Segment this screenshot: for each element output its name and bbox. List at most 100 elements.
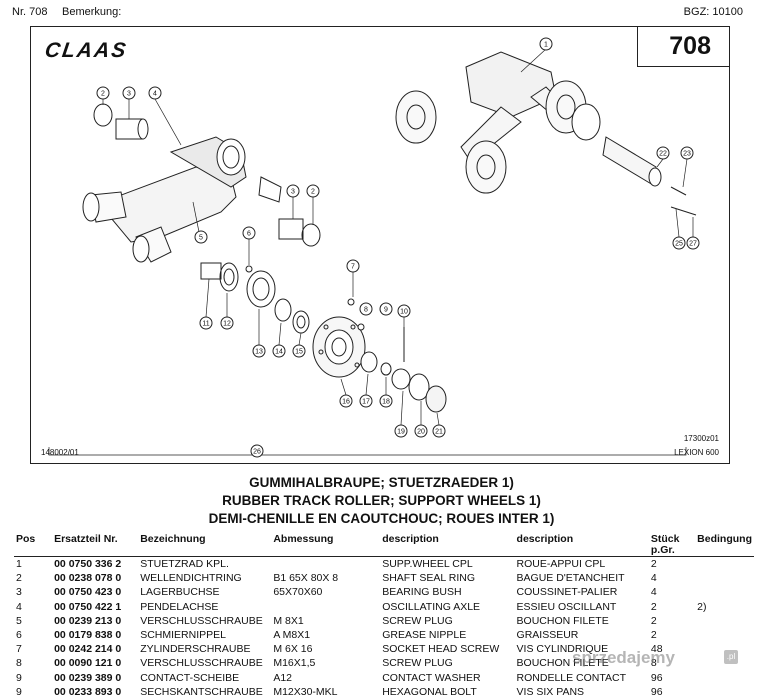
cell-bez: VERSCHLUSSCHRAUBE xyxy=(140,657,263,670)
exploded-parts-drawing: 1 2 3 4 3 2 5 6 7 8 9 10 11 12 13 14 15 … xyxy=(48,37,700,458)
header-part-no: Ersatzteil Nr. xyxy=(54,533,118,545)
callout-label: 23 xyxy=(683,151,691,158)
cell-abm xyxy=(271,600,380,614)
illustration-code: 17300z01 xyxy=(683,434,719,443)
cell-nr: 00 0242 214 0 xyxy=(54,643,122,656)
title-de: GUMMIHALBRAUPE; STUETZRAEDER 1) xyxy=(249,475,514,490)
cell-qty: 96 xyxy=(650,685,663,698)
header-qty: Stück p.Gr. xyxy=(650,533,680,556)
callout-markers xyxy=(96,37,700,458)
cell-abm: A12 xyxy=(273,671,293,684)
callout-label: 3 xyxy=(127,91,131,98)
cell-en: GREASE NIPPLE xyxy=(382,629,467,642)
page-number: 708 xyxy=(669,32,711,60)
cell-en: OSCILLATING AXLE xyxy=(382,600,481,613)
header-description-fr: description xyxy=(516,533,574,545)
callout-label: 5 xyxy=(199,235,203,242)
page-nr: Nr. 708 xyxy=(12,6,48,18)
cell-en: SCREW PLUG xyxy=(382,657,453,670)
cell-fr: BOUCHON FILETE xyxy=(516,657,609,670)
callout-label: 3 xyxy=(291,189,295,196)
cell-bed: 2) xyxy=(697,600,707,613)
cell-fr: COUSSINET-PALIER xyxy=(516,586,618,599)
assembly-titles: GUMMIHALBRAUPE; STUETZRAEDER 1) RUBBER T… xyxy=(0,474,763,528)
cell-en: SHAFT SEAL RING xyxy=(382,572,475,585)
bgz-code: BGZ: 10100 xyxy=(683,6,743,18)
cell-pos: 6 xyxy=(16,629,22,642)
title-en: RUBBER TRACK ROLLER; SUPPORT WHEELS 1) xyxy=(222,493,541,508)
cell-bez: WELLENDICHTRING xyxy=(140,572,242,585)
cell-nr: 00 0750 336 2 xyxy=(54,558,122,570)
cell-qty: 2 xyxy=(650,600,657,613)
cell-pos: 5 xyxy=(16,614,22,627)
cell-abm: M16X1,5 xyxy=(273,657,316,670)
cell-bez: ZYLINDERSCHRAUBE xyxy=(140,643,251,656)
cell-abm: 65X70X60 xyxy=(273,586,323,599)
header-abmessung: Abmessung xyxy=(273,533,334,545)
callout-label: 27 xyxy=(689,241,697,248)
header-description-en: description xyxy=(382,533,439,545)
cell-pos: 3 xyxy=(16,586,22,599)
cell-bed xyxy=(695,571,754,585)
cell-en: HEXAGONAL BOLT xyxy=(382,685,477,698)
cell-qty: 8 xyxy=(650,657,657,670)
callout-label: 9 xyxy=(384,307,388,314)
callout-label: 15 xyxy=(295,349,303,356)
cell-nr: 00 0179 838 0 xyxy=(54,629,122,642)
cell-bed xyxy=(695,614,754,628)
callout-label: 14 xyxy=(275,349,283,356)
table-row: 9 00 0233 893 0 SECHSKANTSCHRAUBE M12X30-MK… xyxy=(14,685,754,699)
drawing-code: 148002/01 xyxy=(41,448,79,457)
callout-label: 18 xyxy=(382,399,390,406)
title-fr: DEMI-CHENILLE EN CAOUTCHOUC; ROUES INTER… xyxy=(208,511,555,526)
cell-pos: 1 xyxy=(16,558,22,570)
cell-abm: M 8X1 xyxy=(273,614,304,627)
cell-bez: VERSCHLUSSCHRAUBE xyxy=(140,614,263,627)
cell-fr: VIS SIX PANS xyxy=(516,685,585,698)
cell-qty: 48 xyxy=(650,643,663,656)
cell-en: SUPP.WHEEL CPL xyxy=(382,558,473,570)
cell-qty: 4 xyxy=(650,586,657,599)
cell-pos: 2 xyxy=(16,572,22,585)
cell-fr: ROUE-APPUI CPL xyxy=(516,558,606,570)
cell-abm: M12X30-MKL xyxy=(273,685,338,698)
cell-bez: CONTACT-SCHEIBE xyxy=(140,671,240,684)
cell-nr: 00 0750 422 1 xyxy=(54,600,122,613)
cell-bed xyxy=(695,585,754,599)
cell-abm: A M8X1 xyxy=(273,629,311,642)
cell-abm xyxy=(271,557,380,572)
callout-label: 7 xyxy=(351,264,355,271)
cell-en: CONTACT WASHER xyxy=(382,671,481,684)
oscillating-axle-left xyxy=(82,136,282,263)
cell-qty: 2 xyxy=(650,558,657,570)
cell-nr: 00 0090 121 0 xyxy=(54,657,122,670)
cell-qty: 2 xyxy=(650,629,657,642)
callout-label: 1 xyxy=(544,42,548,49)
cell-bez: SECHSKANTSCHRAUBE xyxy=(140,685,263,698)
cell-abm: M 6X 16 xyxy=(273,643,313,656)
cell-pos: 9 xyxy=(16,685,22,698)
cell-bed xyxy=(695,685,754,699)
cell-nr: 00 0233 893 0 xyxy=(54,685,122,698)
cell-qty: 4 xyxy=(650,572,657,585)
table-row: 8 00 0090 121 0 VERSCHLUSSCHRAUBE M16X1,5 SC… xyxy=(14,656,754,670)
callout-label: 6 xyxy=(247,231,251,238)
cell-bez: SCHMIERNIPPEL xyxy=(140,629,226,642)
header-pos: Pos xyxy=(16,533,36,545)
cell-bez: PENDELACHSE xyxy=(140,600,219,613)
callout-label: 13 xyxy=(255,349,263,356)
exploded-diagram-frame: CLAAS 708 xyxy=(30,26,730,464)
cell-nr: 00 0239 213 0 xyxy=(54,614,122,627)
cell-fr: ESSIEU OSCILLANT xyxy=(516,600,617,613)
cell-pos: 8 xyxy=(16,657,22,670)
cell-bez: LAGERBUCHSE xyxy=(140,586,220,599)
cell-fr: RONDELLE CONTACT xyxy=(516,671,627,684)
header-bezeichnung: Bezeichnung xyxy=(140,533,206,545)
cell-en: BEARING BUSH xyxy=(382,586,462,599)
cell-nr: 00 0238 078 0 xyxy=(54,572,122,585)
callout-label: 25 xyxy=(675,241,683,248)
watermark-badge: .pl xyxy=(724,650,738,664)
